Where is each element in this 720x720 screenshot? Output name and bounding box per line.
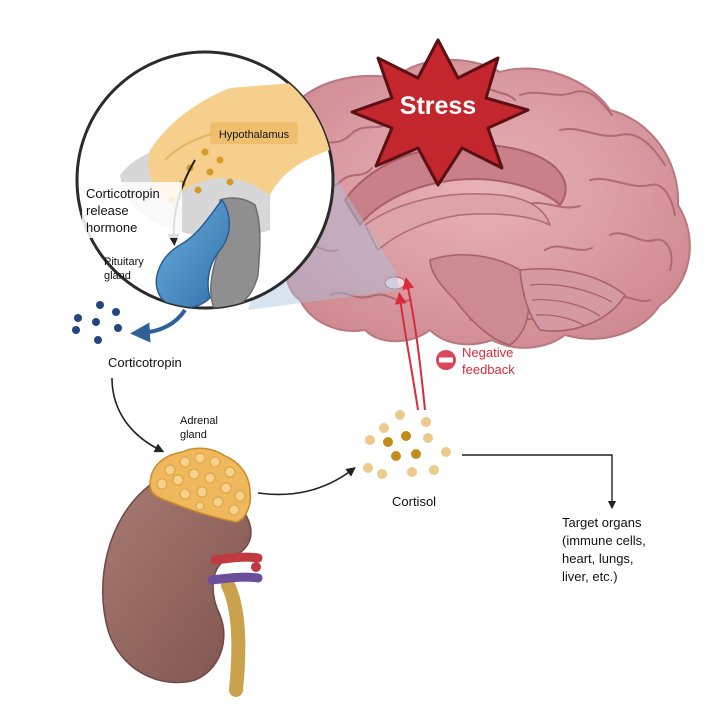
inner-arch <box>364 193 552 252</box>
pituitary-label-line-1: Pituitary <box>104 256 144 268</box>
target-organs-line-4: liver, etc.) <box>562 569 618 584</box>
cortisol-label: Cortisol <box>392 494 436 509</box>
adrenal-to-cortisol-arrow <box>257 467 356 496</box>
adrenal-gland <box>149 447 252 523</box>
corticotropin-dots <box>72 301 122 344</box>
corticotropin-label: Corticotropin <box>108 355 182 370</box>
feedback-arrow-1 <box>394 292 419 411</box>
corticotropin-to-adrenal-arrow <box>111 377 165 453</box>
target-organs-label: Target organs (immune cells, heart, lung… <box>562 515 649 584</box>
crh-label-line-2: release <box>86 203 129 218</box>
pituitary-gland-shape <box>155 198 230 308</box>
stress-star-icon <box>350 38 530 187</box>
kidney-shape <box>102 479 252 684</box>
pituitary-to-corticotropin-arrow <box>130 308 187 343</box>
adrenal-shape <box>149 447 252 523</box>
crh-label: Corticotropin release hormone <box>82 182 182 238</box>
target-organs-line-2: (immune cells, <box>562 533 646 548</box>
stress-star: Stress <box>350 38 530 187</box>
cortisol-dots <box>363 410 451 479</box>
brain <box>272 58 691 349</box>
crh-label-line-3: hormone <box>86 220 137 235</box>
cortisol-to-targets-line <box>462 454 617 510</box>
crh-label-line-1: Corticotropin <box>86 186 160 201</box>
target-organs-line-1: Target organs <box>562 515 642 530</box>
stress-label: Stress <box>400 92 476 120</box>
hypothalamus-label: Hypothalamus <box>219 129 290 141</box>
target-organs-line-3: heart, lungs, <box>562 551 634 566</box>
adrenal-label-line-1: Adrenal <box>180 415 218 427</box>
svg-text:Negative feedback: Negative feedback <box>462 345 517 377</box>
adrenal-label: Adrenal gland <box>180 415 221 441</box>
pituitary-label-line-2: gland <box>104 270 131 282</box>
kidney <box>102 479 263 697</box>
pituitary-label: Pituitary gland <box>104 256 147 282</box>
negative-feedback-line-1: Negative <box>462 345 513 360</box>
feedback-arrow-2 <box>402 277 426 411</box>
negative-feedback-line-2: feedback <box>462 362 515 377</box>
brainstem <box>429 254 530 346</box>
adrenal-label-line-2: gland <box>180 429 207 441</box>
svg-text:Corticotropin release: Corticotropin release hormone <box>86 186 163 235</box>
negative-feedback: Negative feedback <box>436 345 517 377</box>
